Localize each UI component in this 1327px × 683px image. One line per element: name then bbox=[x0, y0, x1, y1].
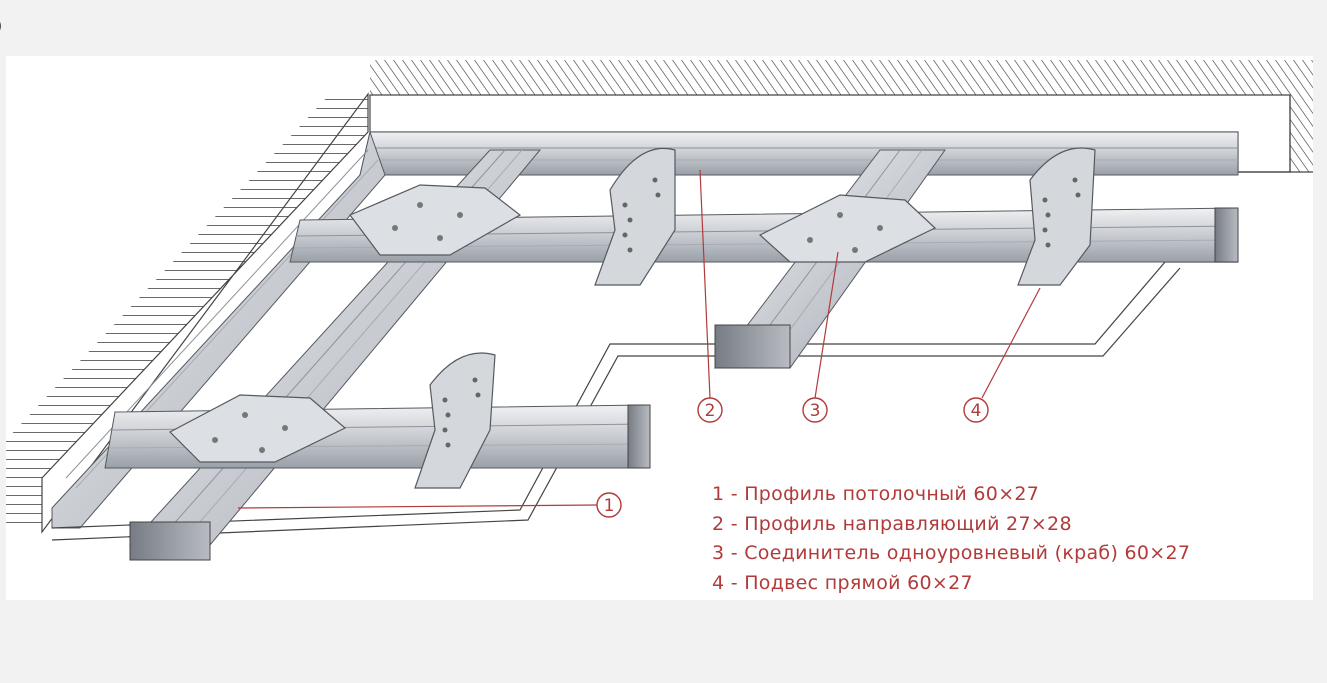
callout-1: 1 bbox=[237, 492, 622, 518]
legend-item-2: 2 - Профиль направляющий 27×28 bbox=[712, 512, 1072, 535]
callout-4-number: 4 bbox=[971, 401, 982, 421]
crab-connector-3 bbox=[169, 394, 347, 463]
legend-item-1: 1 - Профиль потолочный 60×27 bbox=[712, 483, 1040, 505]
callout-2: 2 bbox=[697, 169, 723, 423]
legend-item-4: 4 - Подвес прямой 60×27 bbox=[712, 571, 973, 594]
callout-3: 3 bbox=[802, 251, 839, 423]
callout-3-number: 3 bbox=[810, 401, 821, 421]
legend-item-3: 3 - Соединитель одноуровневый (краб) 60×… bbox=[712, 542, 1191, 564]
crab-connector-1 bbox=[349, 184, 522, 256]
callout-4: 4 bbox=[963, 287, 1041, 423]
edge-glyph: ) bbox=[0, 16, 2, 35]
direct-hanger-1 bbox=[594, 147, 676, 286]
direct-hanger-2 bbox=[1017, 147, 1096, 286]
legend: 1 - Профиль потолочный 60×27 2 - Профиль… bbox=[712, 480, 1190, 598]
callout-2-number: 2 bbox=[705, 401, 716, 421]
callout-1-number: 1 bbox=[604, 496, 615, 516]
direct-hanger-3 bbox=[414, 352, 496, 489]
crab-connector-2 bbox=[758, 194, 937, 263]
